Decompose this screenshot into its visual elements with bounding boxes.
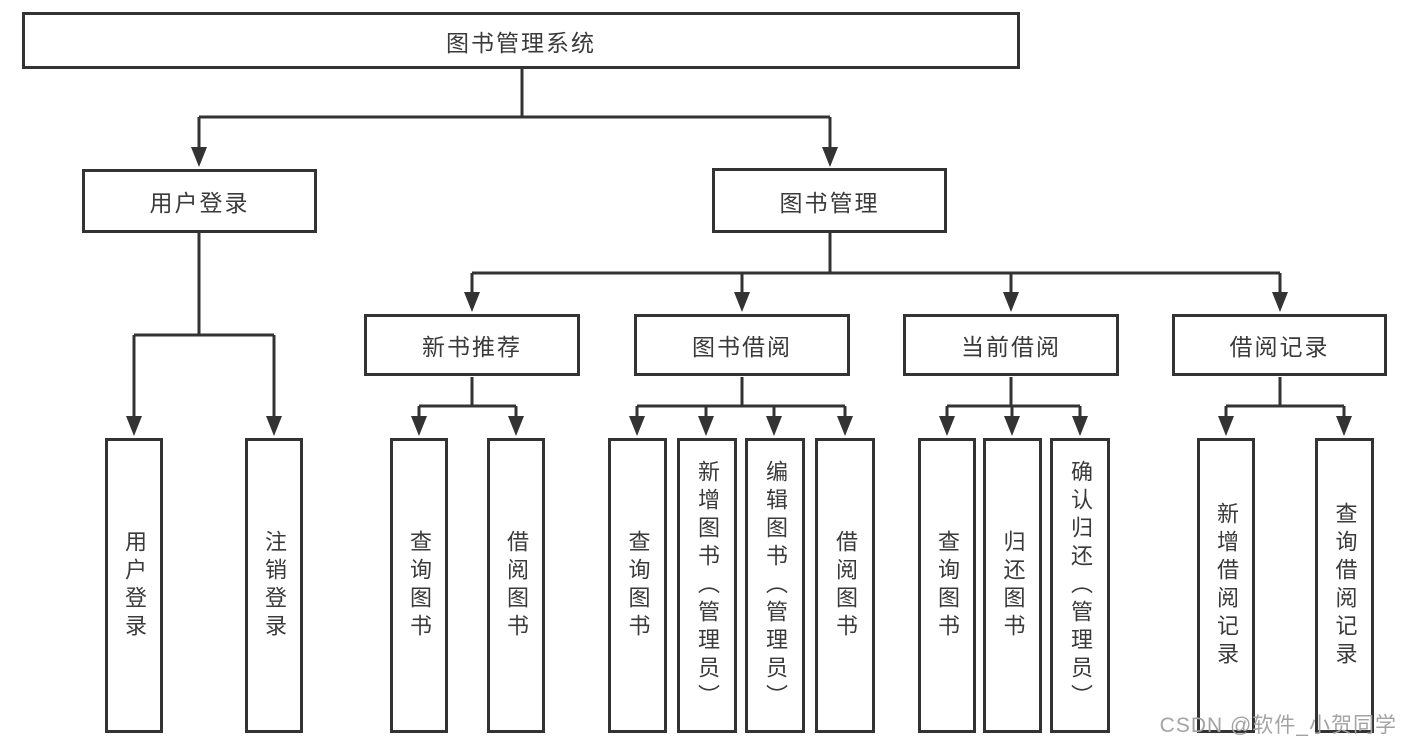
leaf-bb-query-books: 查询图书 xyxy=(608,438,667,733)
leaf-user-login: 用户登录 xyxy=(105,438,163,733)
leaf-cb-return-books-label: 归还图书 xyxy=(1000,529,1026,642)
leaf-br-query-record: 查询借阅记录 xyxy=(1315,438,1374,733)
node-borrow-records: 借阅记录 xyxy=(1172,314,1387,376)
leaf-br-add-record: 新增借阅记录 xyxy=(1197,438,1255,733)
leaf-rec-borrow-books-label: 借阅图书 xyxy=(504,529,529,642)
leaf-cb-confirm-return-admin: 确认归还（管理员） xyxy=(1050,438,1110,733)
leaf-rec-query-books: 查询图书 xyxy=(390,438,448,733)
node-book-management: 图书管理 xyxy=(712,168,947,233)
leaf-cb-query-books: 查询图书 xyxy=(918,438,976,733)
node-root-library-system: 图书管理系统 xyxy=(22,12,1020,69)
leaf-br-add-record-label: 新增借阅记录 xyxy=(1214,501,1239,670)
leaf-bb-edit-book-admin: 编辑图书（管理员） xyxy=(745,438,805,733)
node-user-login: 用户登录 xyxy=(82,169,317,233)
leaf-cb-query-books-label: 查询图书 xyxy=(935,529,960,642)
leaf-bb-edit-book-admin-label: 编辑图书（管理员） xyxy=(763,459,788,712)
leaf-br-query-record-label: 查询借阅记录 xyxy=(1332,501,1358,670)
leaf-bb-query-books-label: 查询图书 xyxy=(625,529,651,642)
leaf-logout: 注销登录 xyxy=(245,438,303,733)
csdn-watermark: CSDN @软件_小贺同学 xyxy=(1159,714,1397,737)
node-current-borrow: 当前借阅 xyxy=(903,314,1119,376)
leaf-bb-borrow-books: 借阅图书 xyxy=(815,438,875,733)
leaf-cb-confirm-return-admin-label: 确认归还（管理员） xyxy=(1068,459,1093,712)
leaf-user-login-label: 用户登录 xyxy=(122,529,147,642)
leaf-bb-add-book-admin: 新增图书（管理员） xyxy=(677,438,737,733)
leaf-rec-borrow-books: 借阅图书 xyxy=(487,438,545,733)
leaf-bb-borrow-books-label: 借阅图书 xyxy=(833,529,858,642)
leaf-bb-add-book-admin-label: 新增图书（管理员） xyxy=(695,459,720,712)
node-new-book-recommend: 新书推荐 xyxy=(364,314,580,376)
leaf-cb-return-books: 归还图书 xyxy=(983,438,1042,733)
node-book-borrow: 图书借阅 xyxy=(634,314,850,376)
leaf-rec-query-books-label: 查询图书 xyxy=(407,529,432,642)
leaf-logout-label: 注销登录 xyxy=(262,529,287,642)
